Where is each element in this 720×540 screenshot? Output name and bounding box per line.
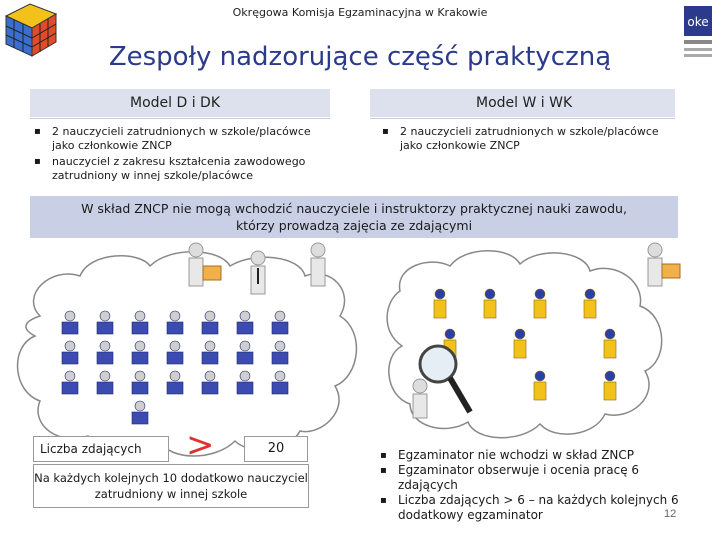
students-group [61,310,289,425]
page-title: Zespoły nadzorujące część praktyczną [108,42,612,72]
worker-icon [533,288,547,319]
student-icon [96,340,114,365]
student-icon [236,340,254,365]
student-icon [236,370,254,395]
svg-text:oke: oke [687,15,708,29]
banner-line: którzy prowadzą zajęcia ze zdającymi [235,218,473,233]
student-icon [131,340,149,365]
teacher-figure-icon [250,250,266,295]
worker-icon [603,328,617,359]
teacher-figure-icon [647,242,681,287]
student-icon [166,310,184,335]
student-icon [271,370,289,395]
page-number: 12 [664,508,677,520]
illustration [16,242,681,457]
additional-teacher-note: Na każdych kolejnych 10 dodatkowo nauczy… [33,464,309,508]
left-model-item: 2 nauczycieli zatrudnionych w szkole/pla… [30,125,330,153]
count-value: 20 [244,436,308,462]
left-model-list: 2 nauczycieli zatrudnionych w szkole/pla… [30,118,330,190]
student-icon [271,310,289,335]
worker-icon [603,370,617,401]
student-icon [166,340,184,365]
right-model-list: 2 nauczycieli zatrudnionych w szkole/pla… [370,118,675,158]
worker-icon [513,328,527,359]
worker-icon [483,288,497,319]
greater-than-symbol: > [186,425,215,465]
examiner-item: Egzaminator nie wchodzi w skład ZNCP [380,448,700,463]
header-organization: Okręgowa Komisja Egzaminacyjna w Krakowi… [232,6,488,19]
examiner-item: Liczba zdających > 6 – na każdych kolejn… [380,493,700,523]
left-cloud-icon [16,251,358,457]
right-model-heading: Model W i WK [370,89,675,117]
examiner-list: Egzaminator nie wchodzi w skład ZNCP Egz… [380,448,700,523]
student-icon [201,340,219,365]
left-model-item: nauczyciel z zakresu kształcenia zawodow… [30,155,330,183]
okе-logo-icon: oke [684,6,712,57]
student-icon [201,370,219,395]
teacher-figure-icon [188,242,222,287]
worker-icon [583,288,597,319]
student-icon [61,340,79,365]
worker-icon [433,288,447,319]
student-icon [131,370,149,395]
student-icon [201,310,219,335]
teacher-figure-icon [310,242,326,287]
student-icon [131,310,149,335]
examiner-magnifier-icon [412,344,473,419]
left-model-heading: Model D i DK [30,89,330,117]
banner-line: W skład ZNCP nie mogą wchodzić nauczycie… [81,201,627,216]
count-label: Liczba zdających [33,436,169,462]
right-model-item: 2 nauczycieli zatrudnionych w szkole/pla… [378,125,675,153]
student-icon [271,340,289,365]
student-icon [236,310,254,335]
student-icon [131,400,149,425]
student-icon [61,370,79,395]
worker-icon [533,370,547,401]
student-icon [166,370,184,395]
student-icon [96,310,114,335]
student-icon [61,310,79,335]
rubik-cube-icon [4,3,58,57]
workers-group [433,288,617,401]
student-icon [96,370,114,395]
banner-notice: W skład ZNCP nie mogą wchodzić nauczycie… [30,196,678,238]
examiner-item: Egzaminator obserwuje i ocenia pracę 6 z… [380,463,700,493]
